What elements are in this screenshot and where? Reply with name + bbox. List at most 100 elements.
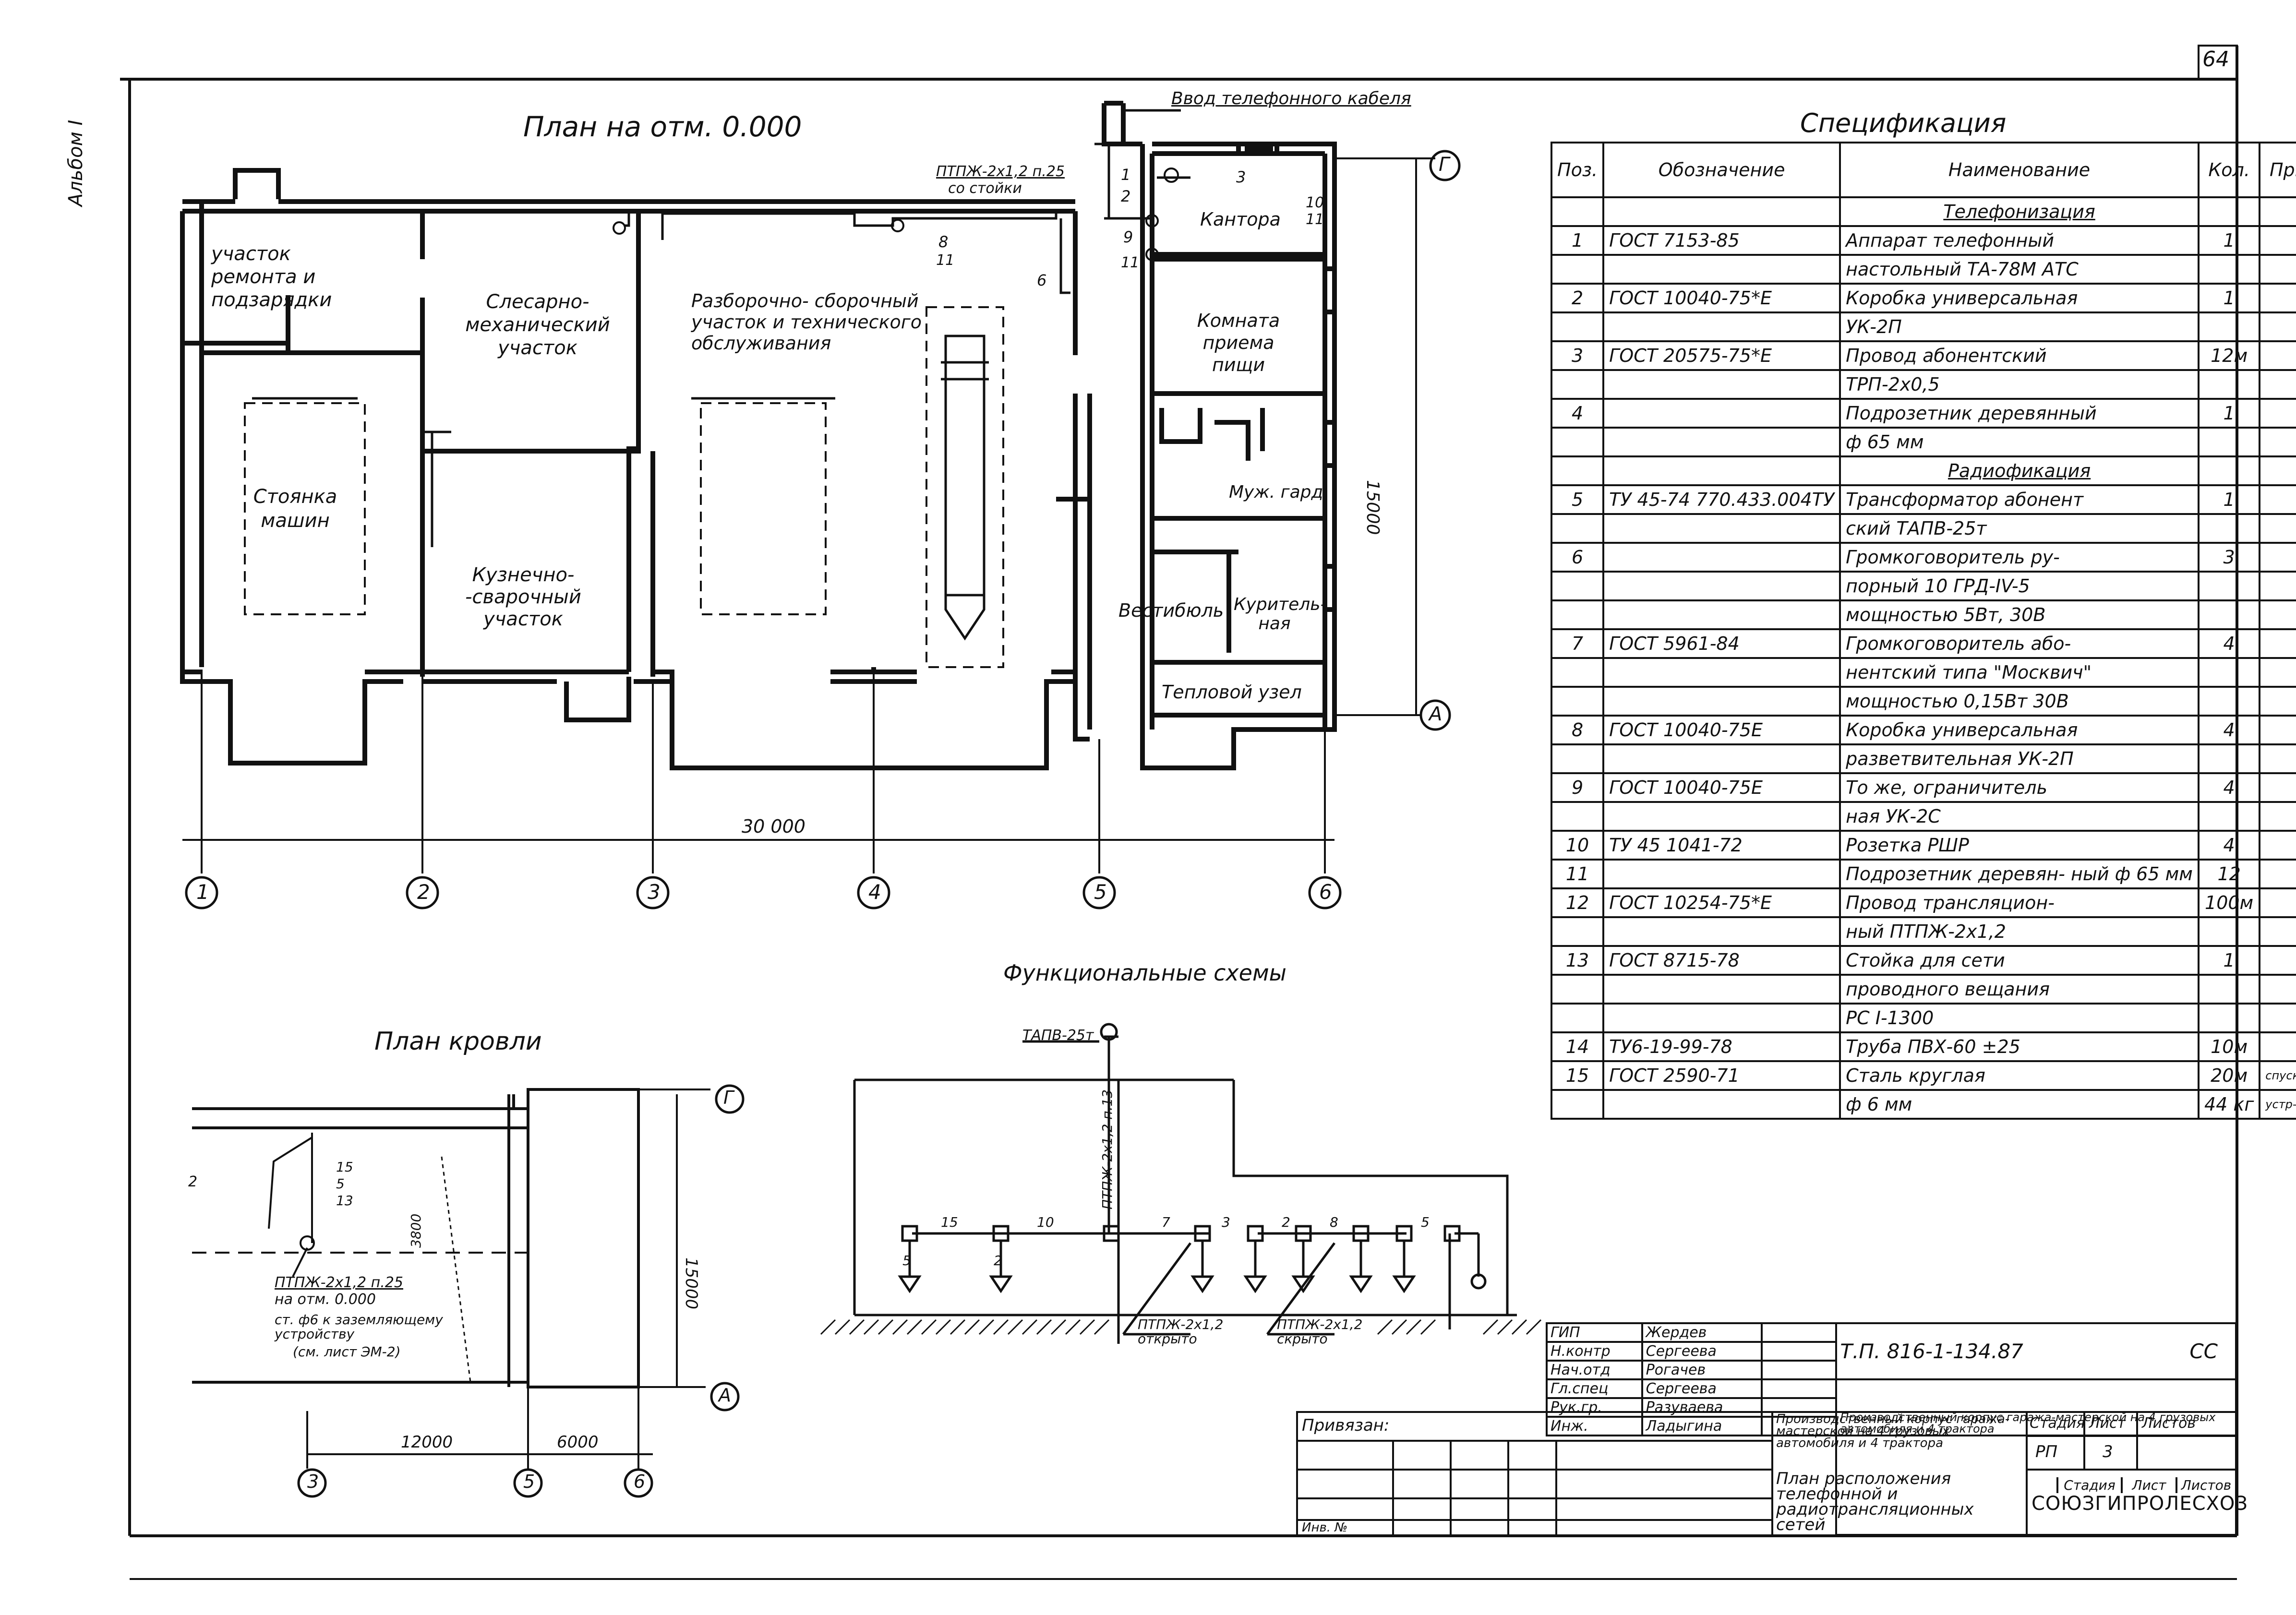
- spec-cell: [2259, 916, 2296, 947]
- spec-cell: ф 6 мм: [1839, 1089, 2200, 1120]
- dim-overall: 30 000: [742, 816, 805, 837]
- tb-role: Рук.гр.: [1546, 1397, 1643, 1418]
- tb-bound: Привязан:: [1302, 1416, 1390, 1435]
- spec-row: ф 65 мм: [1550, 427, 2296, 457]
- spec-cell: [2259, 1003, 2296, 1033]
- spec-cell: разветвительная УК-2П: [1839, 743, 2200, 774]
- roof-pos: 15: [336, 1159, 353, 1175]
- tb-divider: [1555, 1440, 1557, 1536]
- spec-cell: [1602, 398, 1841, 429]
- spec-cell: мощностью 0,15Вт 30В: [1839, 686, 2200, 717]
- spec-cell: [2197, 1003, 2261, 1033]
- spec-cell: 2: [1550, 283, 1605, 313]
- axis-bubbles-plan: [185, 150, 1461, 909]
- tb-name: Ладыгина: [1641, 1416, 1763, 1436]
- sheet-number: 64: [2202, 47, 2229, 72]
- spec-cell: 1: [2197, 225, 2261, 256]
- roof-axis: 3: [307, 1471, 319, 1492]
- spec-cell: [1550, 254, 1605, 285]
- spec-cell: 13: [1550, 945, 1605, 976]
- spec-row: ТРП-2х0,5: [1550, 369, 2296, 400]
- spec-cell: порный 10 ГРД-IV-5: [1839, 571, 2200, 601]
- note-cable-in: Ввод телефонного кабеля: [1171, 89, 1411, 108]
- roof-dim: 6000: [557, 1433, 599, 1452]
- spec-cell: [2197, 455, 2261, 486]
- tb-signature: [1761, 1397, 1838, 1418]
- tb-signature: [1761, 1416, 1838, 1436]
- spec-cell: [2259, 1031, 2296, 1062]
- spec-cell: Провод трансляцион-: [1839, 887, 2200, 918]
- spec-cell: [1602, 686, 1841, 717]
- spec-cell: 1: [1550, 225, 1605, 256]
- spec-cell: [2259, 657, 2296, 688]
- note-from-rack: со стойки: [948, 180, 1022, 197]
- spec-cell: [1602, 743, 1841, 774]
- spec-cell: [2259, 225, 2296, 256]
- spec-cell: [2259, 715, 2296, 745]
- spec-cell: ГОСТ 8715-78: [1602, 945, 1841, 976]
- spec-cell: [1602, 859, 1841, 889]
- spec-row: РС I-1300: [1550, 1003, 2296, 1033]
- tb-sheets-header: Листов: [2176, 1477, 2234, 1493]
- roof-note-ground: ст. ф6 к заземляющему устройству: [275, 1312, 443, 1342]
- spec-cell: [2259, 254, 2296, 285]
- tb-org: СОЮЗГИПРОЛЕСХОЗ: [2032, 1493, 2248, 1515]
- spec-cell: [1602, 427, 1841, 457]
- spec-cell: 12м: [2197, 340, 2261, 371]
- spec-cell: [1602, 657, 1841, 688]
- spec-cell: ГОСТ 20575-75*Е: [1602, 340, 1841, 371]
- spec-cell: Подрозетник деревян- ный ф 65 мм: [1839, 859, 2200, 889]
- spec-cell: [1550, 1089, 1605, 1120]
- room-parking: Стоянка машин: [253, 486, 337, 532]
- spec-cell: [1550, 1003, 1605, 1033]
- axis-label: 5: [1094, 880, 1107, 904]
- roof-title: План кровли: [374, 1027, 542, 1056]
- spec-cell: [1602, 801, 1841, 832]
- spec-cell: [2197, 657, 2261, 688]
- spec-cell: 4: [2197, 715, 2261, 745]
- spec-cell: 3: [2197, 542, 2261, 573]
- spec-cell: [1602, 542, 1841, 573]
- tb-divider: [1296, 1497, 1771, 1499]
- spec-cell: [2259, 859, 2296, 889]
- room-repair: участок ремонта и подзарядки: [211, 243, 332, 311]
- spec-row: разветвительная УК-2П: [1550, 743, 2296, 774]
- spec-row: нентский типа "Москвич": [1550, 657, 2296, 688]
- tb-divider: [2026, 1411, 2028, 1536]
- spec-cell: [1602, 311, 1841, 342]
- scheme-num: 2: [994, 1253, 1002, 1268]
- functional-scheme: [853, 1023, 1517, 1344]
- spec-cell: [2259, 801, 2296, 832]
- tb-divider: [1296, 1469, 1771, 1471]
- plan-dimensions: [182, 157, 1435, 873]
- spec-cell: ная УК-2С: [1839, 801, 2200, 832]
- spec-cell: [2259, 743, 2296, 774]
- spec-cell: [1550, 455, 1605, 486]
- room-smoking: Куритель- ная: [1234, 595, 1327, 634]
- spec-row: ный ПТПЖ-2х1,2: [1550, 916, 2296, 947]
- pos-label: 10: [1306, 194, 1324, 211]
- spec-cell: 1: [2197, 283, 2261, 313]
- spec-cell: [1550, 571, 1605, 601]
- spec-cell: 6: [1550, 542, 1605, 573]
- spec-cell: [1550, 801, 1605, 832]
- spec-cell: ГОСТ 10040-75Е: [1602, 715, 1841, 745]
- spec-row: настольный ТА-78М АТС: [1550, 254, 2296, 285]
- spec-row: УК-2П: [1550, 311, 2296, 342]
- spec-cell: 1: [2197, 945, 2261, 976]
- axis-label: Г: [1439, 154, 1450, 176]
- tb-lower: [1296, 1411, 2237, 1538]
- spec-cell: [1550, 599, 1605, 630]
- spec-row: ский ТАПВ-25т: [1550, 513, 2296, 544]
- spec-cell: [2259, 340, 2296, 371]
- tb-signature: [1761, 1341, 1838, 1362]
- spec-cell: Труба ПВХ-60 ±25: [1839, 1031, 2200, 1062]
- floor-plan-walls: [180, 101, 1337, 770]
- spec-cell: проводного вещания: [1839, 974, 2200, 1005]
- spec-cell: мощностью 5Вт, 30В: [1839, 599, 2200, 630]
